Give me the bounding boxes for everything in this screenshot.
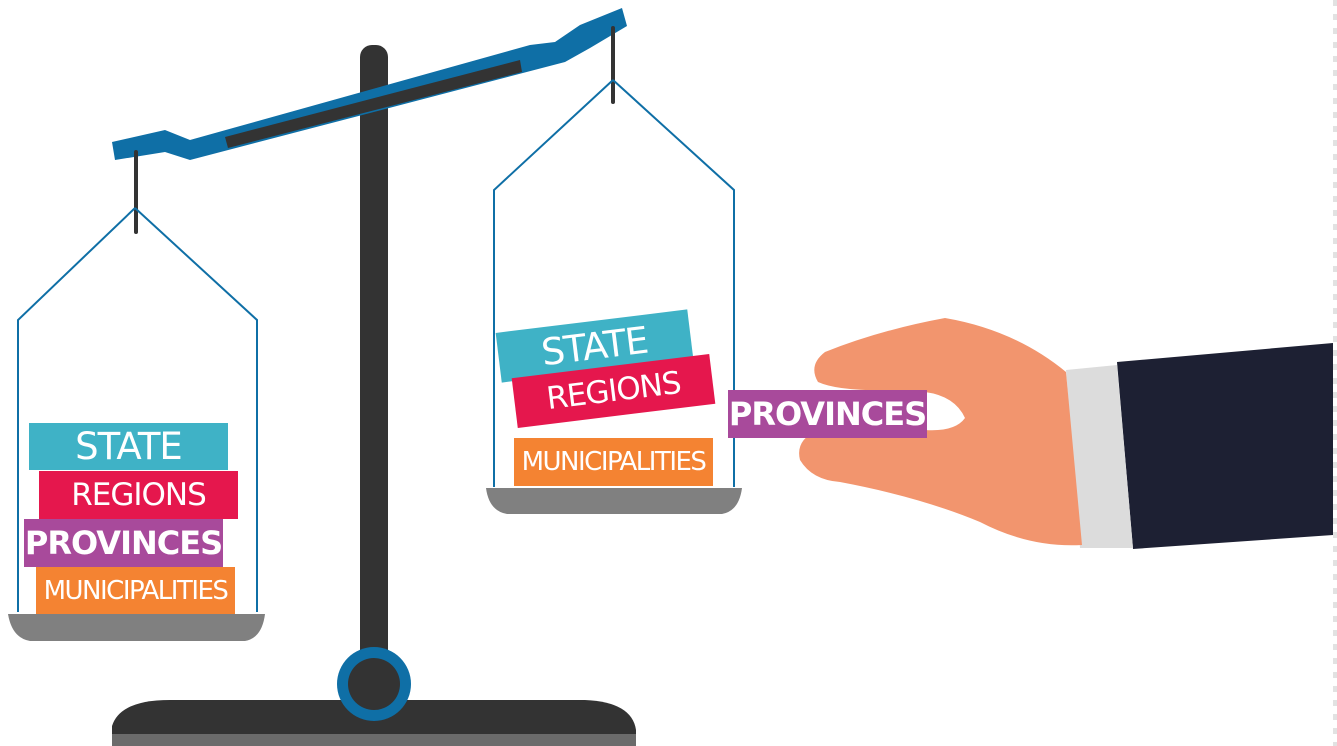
right-pan-frame (493, 79, 735, 487)
left-municipalities-block: MUNICIPALITIES (36, 567, 235, 614)
dashed-edge (1333, 0, 1337, 746)
left-pan-tray (8, 614, 265, 641)
left-state-block: STATE (29, 423, 228, 470)
hand-provinces-block: PROVINCES (728, 390, 927, 438)
scale-pillar (360, 45, 388, 685)
left-pan-frame (17, 207, 258, 612)
right-municipalities-block: MUNICIPALITIES (514, 438, 713, 486)
right-pan-tray (486, 488, 742, 514)
hand (799, 318, 1082, 546)
sleeve (1117, 343, 1333, 549)
left-provinces-block: PROVINCES (24, 519, 223, 567)
scale-beam (112, 8, 627, 160)
cuff (1066, 365, 1133, 548)
scale-base-stripe (112, 734, 636, 746)
left-regions-block: REGIONS (39, 471, 238, 519)
